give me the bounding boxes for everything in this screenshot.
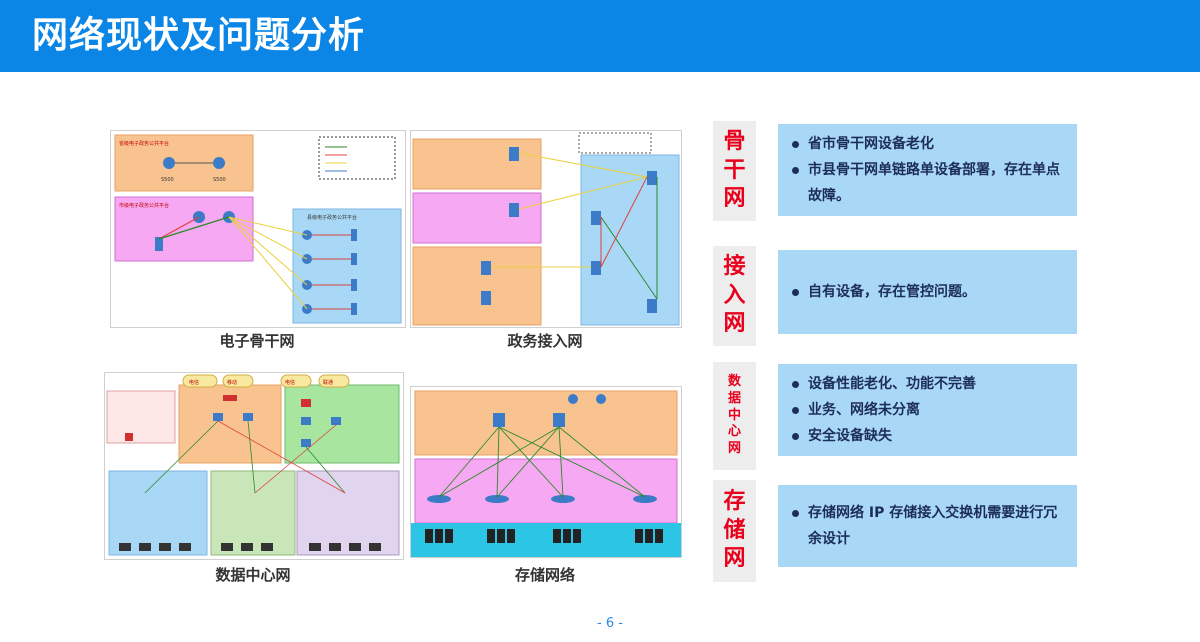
storage-network-image [411, 390, 681, 557]
backbone-network-diagram: 省级电子政务公共平台 S500 S500 市级电子政务公共平台 县级电子政务公共平… [110, 130, 406, 328]
storage-network-diagram [410, 386, 682, 558]
label-char: 心 [727, 424, 741, 440]
isp-tag-unicom: 联通 [323, 379, 333, 386]
section-box-access: 自有设备，存在管控问题。 [778, 250, 1077, 334]
label-char: 数 [727, 373, 741, 389]
label-char: 骨 [723, 129, 746, 155]
storage-caption: 存储网络 [514, 566, 575, 584]
label-char: 网 [723, 546, 746, 572]
datacenter-network-diagram: 电信 移动 电信 联通 [104, 372, 404, 560]
label-char: 干 [723, 157, 746, 183]
access-caption: 政务接入网 [507, 332, 583, 350]
datacenter-network-image: 电信 移动 电信 联通 [106, 374, 400, 556]
bullet-item: 设备性能老化、功能不完善 [790, 371, 1067, 397]
section-label-datacenter: 数 据 中 心 网 [713, 362, 756, 470]
label-char: 接 [723, 254, 746, 280]
label-char: 存 [723, 489, 746, 515]
bullet-item: 安全设备缺失 [790, 423, 1067, 449]
svg-text:S500: S500 [161, 177, 174, 183]
bullet-item: 自有设备，存在管控问题。 [790, 279, 1067, 305]
label-char: 入 [723, 282, 746, 308]
bullet-item: 业务、网络未分离 [790, 397, 1067, 423]
section-box-datacenter: 设备性能老化、功能不完善 业务、网络未分离 安全设备缺失 [778, 364, 1077, 456]
label-char: 储 [723, 517, 746, 543]
section-label-access: 接 入 网 [713, 246, 756, 346]
isp-tag-telecom-2: 电信 [285, 379, 295, 386]
title-bar: 网络现状及问题分析 [0, 0, 1200, 72]
svg-text:S500: S500 [213, 177, 226, 183]
svg-text:省级电子政务公共平台: 省级电子政务公共平台 [119, 140, 169, 147]
backbone-caption: 电子骨干网 [219, 332, 295, 350]
label-char: 网 [723, 186, 746, 212]
page-title: 网络现状及问题分析 [32, 15, 366, 56]
bullet-item: 市县骨干网单链路单设备部署，存在单点故障。 [790, 157, 1067, 209]
svg-text:市级电子政务公共平台: 市级电子政务公共平台 [119, 202, 169, 209]
isp-tag-mobile: 移动 [227, 379, 237, 386]
section-label-storage: 存 储 网 [713, 480, 756, 582]
bullet-item: 存储网络 IP 存储接入交换机需要进行冗余设计 [790, 500, 1067, 552]
access-network-image [412, 132, 680, 326]
page-number: - 6 - [597, 616, 623, 631]
section-box-storage: 存储网络 IP 存储接入交换机需要进行冗余设计 [778, 485, 1077, 567]
backbone-network-image: 省级电子政务公共平台 S500 S500 市级电子政务公共平台 县级电子政务公共平… [114, 134, 402, 324]
label-char: 中 [727, 407, 741, 423]
label-char: 网 [727, 441, 741, 457]
isp-tag-telecom-1: 电信 [189, 379, 199, 386]
svg-text:县级电子政务公共平台: 县级电子政务公共平台 [307, 214, 357, 221]
section-label-backbone: 骨 干 网 [713, 121, 756, 221]
section-box-backbone: 省市骨干网设备老化 市县骨干网单链路单设备部署，存在单点故障。 [778, 124, 1077, 216]
label-char: 网 [723, 311, 746, 337]
access-network-diagram [410, 130, 682, 328]
bullet-item: 省市骨干网设备老化 [790, 131, 1067, 157]
datacenter-caption: 数据中心网 [215, 566, 291, 584]
label-char: 据 [727, 390, 741, 406]
